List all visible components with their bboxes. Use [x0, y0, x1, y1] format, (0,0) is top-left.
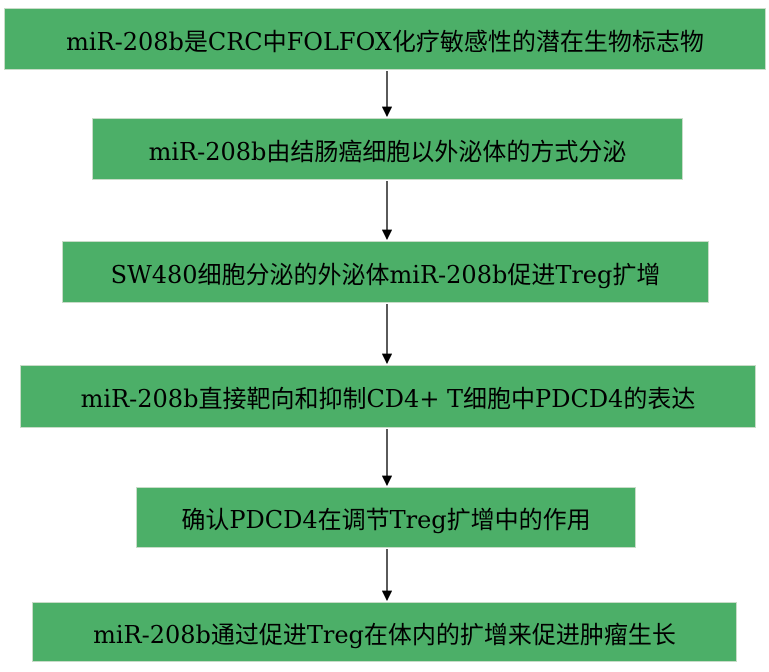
- flow-step-2: miR-208b由结肠癌细胞以外泌体的方式分泌: [92, 118, 683, 180]
- flow-step-1-text: miR-208b是CRC中FOLFOX化疗敏感性的潜在生物标志物: [66, 27, 704, 56]
- flow-step-6-text: miR-208b通过促进Treg在体内的扩增来促进肿瘤生长: [93, 620, 676, 649]
- flow-step-5-text: 确认PDCD4在调节Treg扩增中的作用: [181, 506, 591, 534]
- flow-step-5: 确认PDCD4在调节Treg扩增中的作用: [136, 487, 636, 548]
- flow-step-2-text: miR-208b由结肠癌细胞以外泌体的方式分泌: [148, 137, 627, 166]
- flow-step-1: miR-208b是CRC中FOLFOX化疗敏感性的潜在生物标志物: [4, 8, 766, 70]
- flow-step-4-text: miR-208b直接靶向和抑制CD4+ T细胞中PDCD4的表达: [80, 385, 696, 413]
- flow-step-6: miR-208b通过促进Treg在体内的扩增来促进肿瘤生长: [32, 602, 737, 662]
- flow-step-3: SW480细胞分泌的外泌体miR-208b促进Treg扩增: [62, 241, 709, 303]
- flow-step-4: miR-208b直接靶向和抑制CD4+ T细胞中PDCD4的表达: [20, 365, 756, 428]
- flow-step-3-text: SW480细胞分泌的外泌体miR-208b促进Treg扩增: [110, 260, 661, 289]
